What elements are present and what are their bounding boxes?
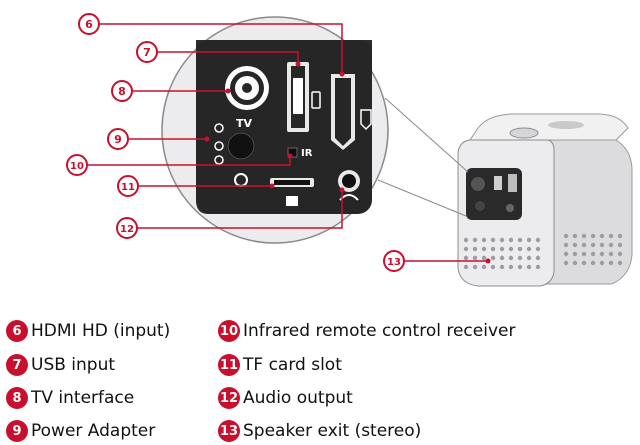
legend-number: 6	[6, 320, 28, 342]
legend-item-tf: 11 TF card slot	[218, 354, 342, 376]
legend-number: 7	[6, 354, 28, 376]
legend-number: 9	[6, 420, 28, 442]
ir-label: IR	[301, 148, 313, 159]
legend-label: Audio output	[243, 388, 353, 408]
legend-item-usb: 7 USB input	[6, 354, 115, 376]
back-panel: TV IR	[196, 40, 372, 214]
callout-badge-12: 12	[116, 217, 138, 239]
legend-label: Power Adapter	[31, 421, 156, 441]
svg-text:11: 11	[121, 182, 135, 193]
tv-label: TV	[236, 117, 253, 130]
tv-port	[225, 66, 269, 110]
callout-lines	[87, 23, 488, 262]
legend-number: 12	[218, 387, 240, 409]
svg-text:9: 9	[114, 133, 122, 146]
tf-card-slot	[270, 178, 314, 206]
legend-number: 8	[6, 387, 28, 409]
legend-label: TF card slot	[243, 355, 342, 375]
legend-item-speaker: 13 Speaker exit (stereo)	[218, 420, 421, 442]
legend-item-hdmi: 6 HDMI HD (input)	[6, 320, 170, 342]
legend-number: 13	[218, 420, 240, 442]
hdmi-port	[331, 74, 372, 150]
callout-badge-7: 7	[136, 41, 158, 63]
callout-badge-10: 10	[66, 154, 88, 176]
power-jack	[214, 123, 255, 165]
svg-text:6: 6	[85, 18, 93, 31]
legend-item-ir: 10 Infrared remote control receiver	[218, 320, 515, 342]
legend-label: USB input	[31, 355, 116, 375]
legend-label: TV interface	[31, 388, 135, 408]
projector-device	[457, 113, 633, 287]
legend-number: 10	[218, 320, 240, 342]
legend-label: Speaker exit (stereo)	[243, 421, 422, 441]
svg-text:12: 12	[120, 224, 134, 235]
svg-text:10: 10	[70, 161, 84, 172]
ir-receiver	[287, 147, 298, 158]
legend-label: Infrared remote control receiver	[243, 321, 516, 341]
callout-badge-8: 8	[111, 80, 133, 102]
legend-item-tv: 8 TV interface	[6, 387, 134, 409]
usb-port	[287, 62, 321, 132]
svg-text:7: 7	[143, 46, 151, 59]
svg-text:8: 8	[118, 85, 126, 98]
callout-badge-11: 11	[117, 175, 139, 197]
callout-badge-6: 6	[78, 13, 100, 35]
legend-item-audio: 12 Audio output	[218, 387, 353, 409]
svg-text:13: 13	[387, 257, 401, 268]
legend-item-power: 9 Power Adapter	[6, 420, 155, 442]
callout-badge-13: 13	[383, 250, 405, 272]
speaker-grille	[463, 233, 623, 270]
callout-dots	[204, 61, 491, 264]
legend-number: 11	[218, 354, 240, 376]
callout-badge-9: 9	[107, 128, 129, 150]
legend-label: HDMI HD (input)	[31, 321, 171, 341]
